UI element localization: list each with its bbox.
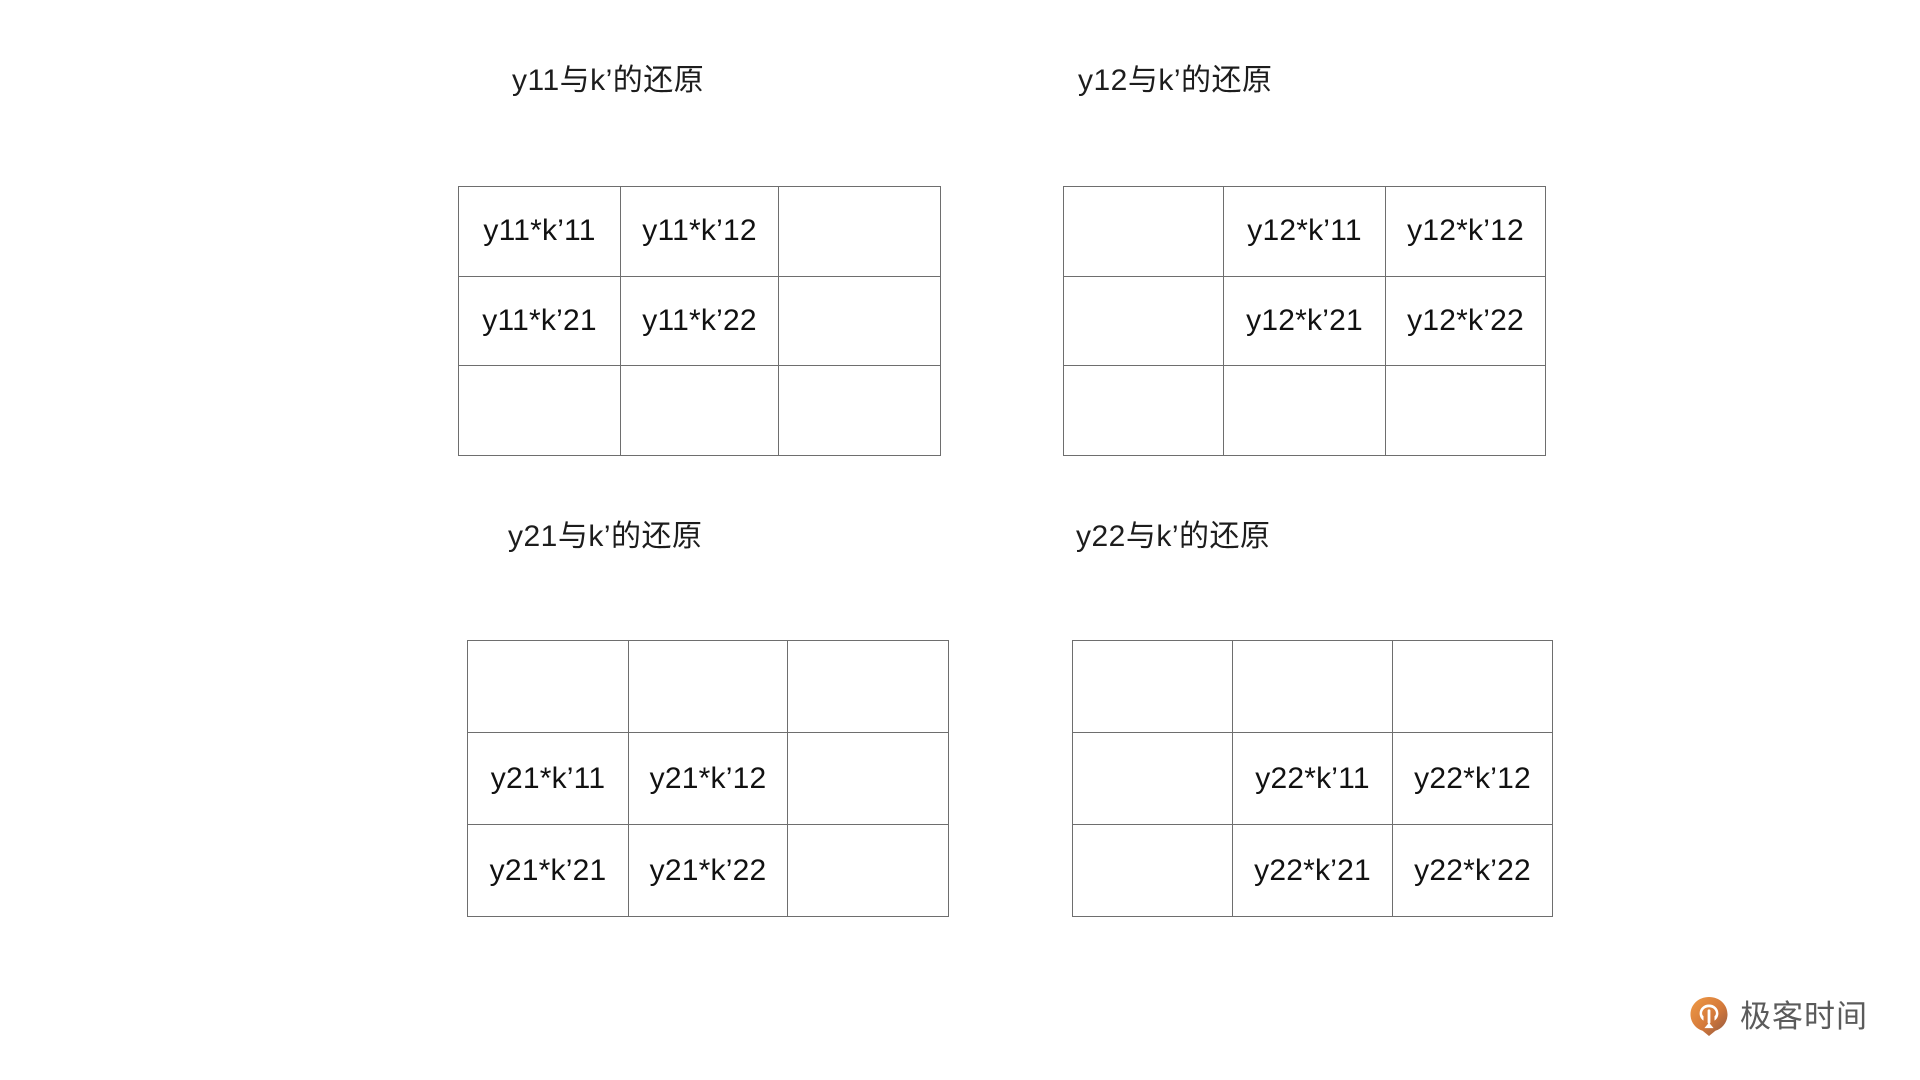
grid-cell	[787, 732, 949, 825]
grid-cell	[458, 365, 621, 456]
panel-title-y22: y22与k’的还原	[1076, 520, 1271, 553]
grid-cell	[787, 640, 949, 733]
grid-cell: y22*k’11	[1232, 732, 1393, 825]
grid-cell: y21*k’11	[467, 732, 629, 825]
grid-cell: y22*k’21	[1232, 824, 1393, 917]
grid-cell: y22*k’12	[1392, 732, 1553, 825]
grid-cell	[1063, 186, 1224, 277]
table-row	[467, 640, 949, 733]
grid-cell	[778, 275, 941, 367]
table-row	[1063, 365, 1546, 456]
panel-title-y12: y12与k’的还原	[1078, 64, 1273, 97]
grid-y12: y12*k’11 y12*k’12 y12*k’21 y12*k’22	[1063, 186, 1546, 456]
grid-y21: y21*k’11 y21*k’12 y21*k’21 y21*k’22	[467, 640, 949, 917]
grid-cell: y12*k’21	[1223, 275, 1386, 367]
grid-cell	[778, 365, 941, 456]
watermark-label: 极客时间	[1740, 998, 1868, 1034]
grid-cell	[620, 365, 779, 456]
grid-cell	[1385, 365, 1546, 456]
grid-cell: y11*k’11	[458, 186, 621, 277]
grid-cell	[1232, 640, 1393, 733]
grid-cell	[787, 824, 949, 917]
grid-cell: y21*k’22	[628, 824, 788, 917]
grid-cell	[1072, 640, 1233, 733]
grid-cell	[1392, 640, 1553, 733]
grid-cell	[1223, 365, 1386, 456]
table-row: y22*k’21 y22*k’22	[1072, 824, 1553, 917]
grid-cell: y12*k’12	[1385, 186, 1546, 277]
panel-title-y21: y21与k’的还原	[508, 520, 703, 553]
panel-title-y11: y11与k’的还原	[512, 64, 705, 97]
grid-cell: y12*k’11	[1223, 186, 1386, 277]
grid-y11: y11*k’11 y11*k’12 y11*k’21 y11*k’22	[458, 186, 941, 456]
table-row: y21*k’11 y21*k’12	[467, 732, 949, 825]
grid-cell: y11*k’12	[620, 186, 779, 277]
table-row: y11*k’21 y11*k’22	[458, 275, 941, 367]
table-row: y21*k’21 y21*k’22	[467, 824, 949, 917]
grid-cell: y21*k’12	[628, 732, 788, 825]
table-row	[458, 365, 941, 456]
table-row: y11*k’11 y11*k’12	[458, 186, 941, 277]
grid-cell	[1072, 732, 1233, 825]
grid-cell: y11*k’22	[620, 275, 779, 367]
grid-cell	[628, 640, 788, 733]
table-row	[1072, 640, 1553, 733]
grid-cell: y21*k’21	[467, 824, 629, 917]
grid-cell	[1063, 365, 1224, 456]
table-row: y22*k’11 y22*k’12	[1072, 732, 1553, 825]
grid-cell	[1063, 275, 1224, 367]
geektime-logo-icon	[1688, 995, 1730, 1037]
table-row: y12*k’21 y12*k’22	[1063, 275, 1546, 367]
grid-cell	[1072, 824, 1233, 917]
table-row: y12*k’11 y12*k’12	[1063, 186, 1546, 277]
grid-cell: y11*k’21	[458, 275, 621, 367]
grid-cell: y12*k’22	[1385, 275, 1546, 367]
watermark: 极客时间	[1688, 995, 1868, 1037]
grid-cell: y22*k’22	[1392, 824, 1553, 917]
grid-cell	[778, 186, 941, 277]
grid-cell	[467, 640, 629, 733]
grid-y22: y22*k’11 y22*k’12 y22*k’21 y22*k’22	[1072, 640, 1553, 917]
